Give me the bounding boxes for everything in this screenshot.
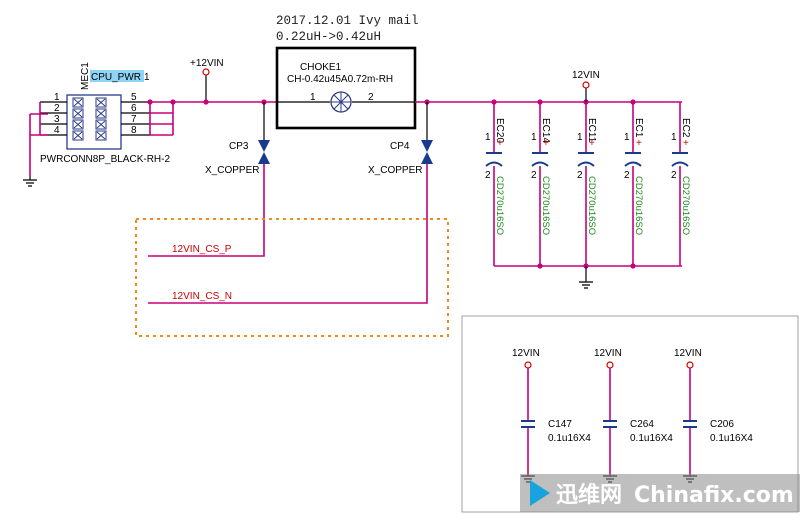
decap-refdes: C206	[710, 419, 734, 430]
bulk-capacitor-value: CD270u16SO	[633, 176, 644, 235]
rail-input-label: +12VIN	[190, 58, 224, 69]
rail-port-icon	[686, 361, 694, 369]
copper-cp3-value: X_COPPER	[205, 165, 259, 176]
connector-pin-2: 2	[54, 103, 60, 114]
rail-output-label: 12VIN	[572, 70, 600, 81]
capacitor-polarity-plus: +	[497, 138, 503, 149]
rail-port-icon	[524, 361, 532, 369]
bulk-capacitor-refdes: EC1	[633, 118, 644, 138]
copper-sense-cp3: CP3 X_COPPER	[205, 102, 270, 176]
choke-part: CH-0.42u45A0.72m-RH	[287, 74, 393, 85]
connector-pin-5: 5	[131, 92, 137, 103]
connector-tag: CPU_PWR	[91, 72, 141, 83]
connector-part-number: PWRCONN8P_BLACK-RH-2	[40, 154, 170, 165]
capacitor-polarity-plus: +	[589, 138, 595, 149]
decap-value: 0.1u16X4	[548, 433, 591, 444]
decap-value: 0.1u16X4	[630, 433, 673, 444]
choke-refdes: CHOKE1	[300, 62, 342, 73]
choke-inductor: CHOKE1 CH-0.42u45A0.72m-RH 1 2	[275, 46, 417, 130]
sense-highlight-box	[135, 218, 449, 337]
capacitor-pin-2: 2	[485, 170, 491, 181]
connector-pin-4: 4	[54, 125, 60, 136]
decoupling-capacitors: 12VIN C147 0.1u16X4 12VIN C264 0.1u16X4 12VIN C…	[512, 348, 753, 483]
copper-cp3-refdes: CP3	[229, 141, 249, 152]
rail-port-icon	[606, 361, 614, 369]
watermark-logo-icon	[530, 480, 550, 506]
bulk-capacitor-refdes: EC14	[540, 118, 551, 143]
capacitor-pin-2: 2	[624, 170, 630, 181]
capacitor-pin-1: 1	[671, 132, 677, 143]
decoupling-capacitor: 12VIN C264 0.1u16X4	[594, 348, 673, 483]
bulk-capacitor-value: CD270u16SO	[540, 176, 551, 235]
connector-tag-suffix: 1	[144, 72, 150, 83]
choke-box	[275, 46, 417, 130]
choke-pin-2: 2	[368, 92, 374, 103]
capacitor-pin-1: 1	[624, 132, 630, 143]
bulk-capacitor-refdes: EC20	[494, 118, 505, 143]
revision-note-line2: 0.22uH->0.42uH	[276, 30, 381, 44]
decap-rail-label: 12VIN	[674, 348, 702, 359]
capacitor-polarity-plus: +	[543, 138, 549, 149]
capacitor-pin-2: 2	[531, 170, 537, 181]
decap-value: 0.1u16X4	[710, 433, 753, 444]
ground-symbol-connector	[23, 176, 37, 187]
rail-input-port: +12VIN	[190, 58, 224, 102]
connector-pin-6: 6	[131, 103, 137, 114]
bulk-capacitor-value: CD270u16SO	[680, 176, 691, 235]
capacitor-pin-1: 1	[485, 132, 491, 143]
capacitor-pin-2: 2	[671, 170, 677, 181]
capacitor-pin-2: 2	[577, 170, 583, 181]
bulk-capacitor-value: CD270u16SO	[494, 176, 505, 235]
power-connector: 1 2 3 4 5 6 7 8 MEC1 CPU_PWR 1 PWRCONN8P…	[40, 62, 170, 165]
rail-output-port: 12VIN	[572, 70, 600, 102]
connector-tag-highlight	[90, 70, 144, 82]
capacitor-polarity-plus: +	[683, 138, 689, 149]
connector-pin-8: 8	[131, 125, 137, 136]
decoupling-capacitor: 12VIN C147 0.1u16X4	[512, 348, 591, 483]
connector-pin-1: 1	[54, 92, 60, 103]
copper-cp4-refdes: CP4	[390, 141, 410, 152]
net-label-cs-p: 12VIN_CS_P	[172, 244, 232, 255]
connector-pin-7: 7	[131, 114, 137, 125]
decoupling-capacitor: 12VIN C206 0.1u16X4	[674, 348, 753, 483]
watermark-en: Chinafix.com	[634, 483, 794, 508]
copper-sense-cp4: CP4 X_COPPER	[368, 102, 433, 176]
net-label-cs-n: 12VIN_CS_N	[172, 291, 232, 302]
connector-refdes: MEC1	[80, 62, 91, 90]
capacitor-pin-1: 1	[531, 132, 537, 143]
watermark-cn: 迅维网	[556, 482, 622, 508]
revision-note-line1: 2017.12.01 Ivy mail	[276, 14, 419, 28]
choke-pin-1: 1	[310, 92, 316, 103]
ground-symbol-bulk	[579, 266, 593, 289]
bulk-capacitor-bank: EC20+12CD270u16SOEC14+12CD270u16SOEC11+1…	[485, 102, 691, 266]
decap-refdes: C264	[630, 419, 654, 430]
capacitor-polarity-plus: +	[636, 138, 642, 149]
capacitor-pin-1: 1	[577, 132, 583, 143]
watermark: 迅维网 Chinafix.com	[520, 474, 800, 512]
bulk-capacitor-refdes: EC2	[680, 118, 691, 138]
bulk-capacitor-value: CD270u16SO	[586, 176, 597, 235]
copper-cp4-value: X_COPPER	[368, 165, 422, 176]
bulk-capacitor-refdes: EC11	[586, 118, 597, 143]
decap-rail-label: 12VIN	[594, 348, 622, 359]
decap-refdes: C147	[548, 419, 572, 430]
connector-pin-3: 3	[54, 114, 60, 125]
decap-rail-label: 12VIN	[512, 348, 540, 359]
